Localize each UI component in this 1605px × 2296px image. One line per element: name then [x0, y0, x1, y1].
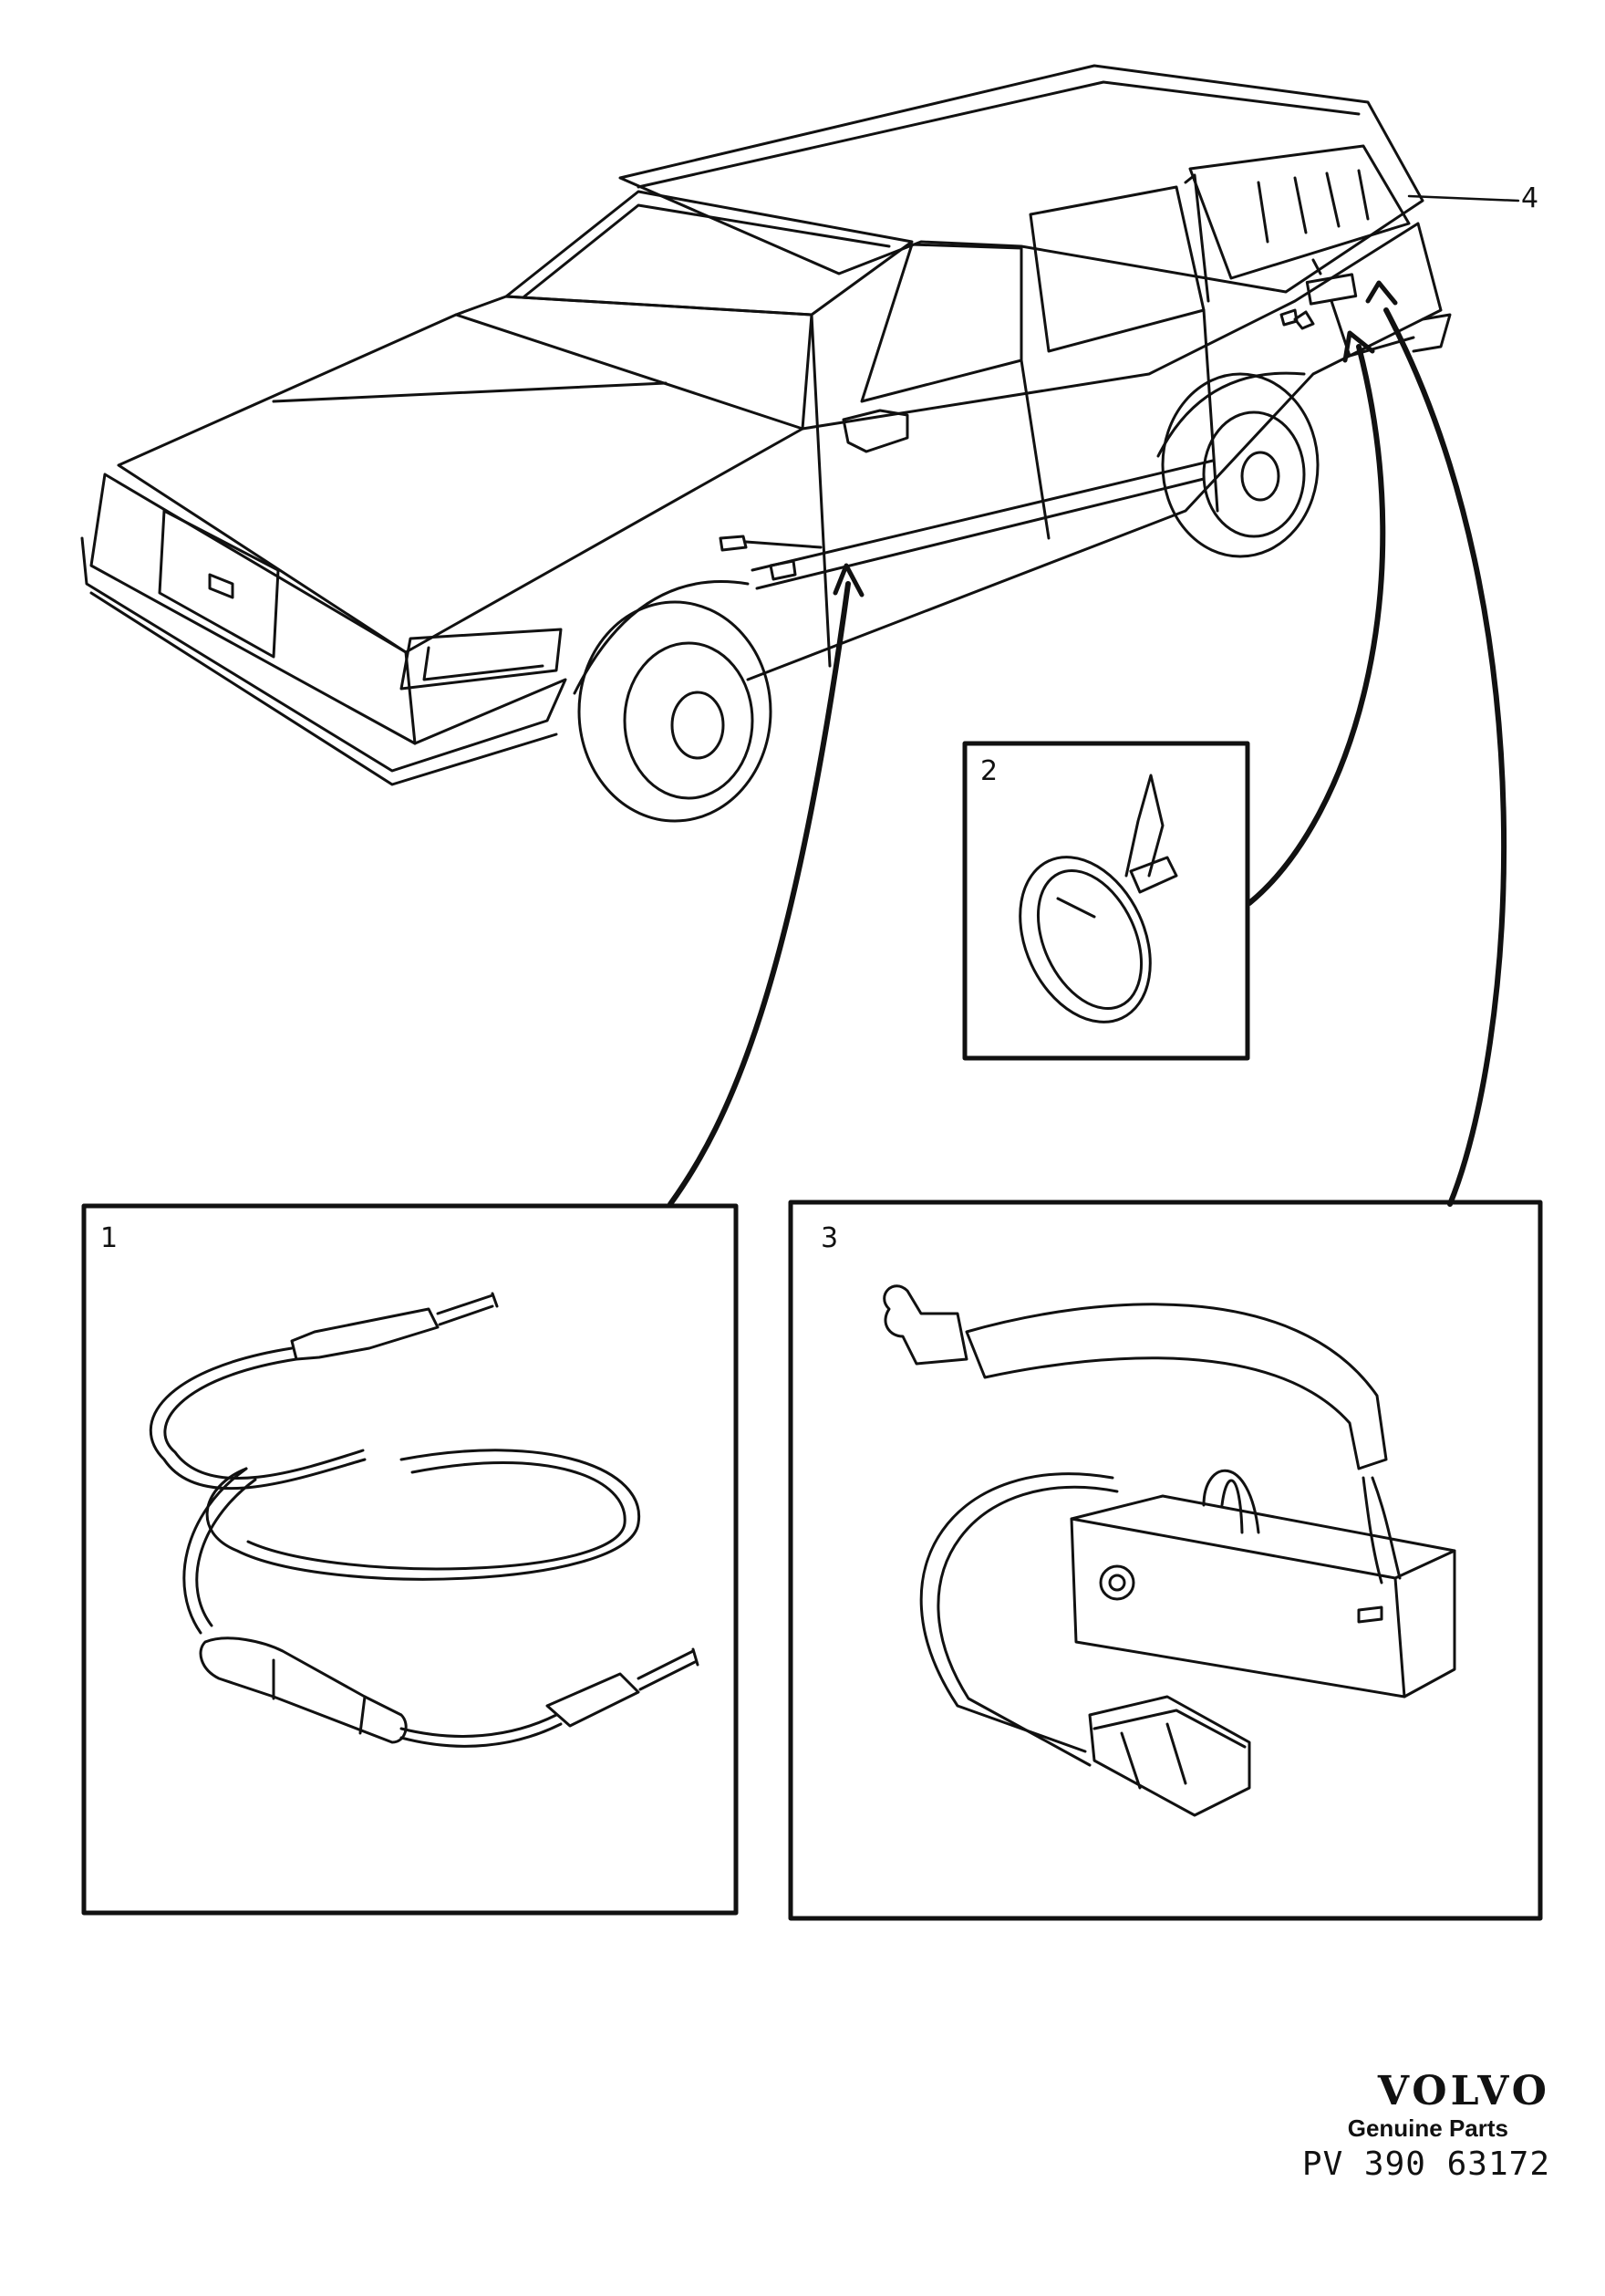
cable-to-item2: [1247, 344, 1386, 906]
box-1-frame: [81, 1203, 739, 1916]
cable-to-item3: [1383, 307, 1507, 1207]
box-2-cable-tie: [962, 741, 1250, 1061]
brand-block: VOLVO Genuine Parts PV 390 63172: [1301, 2067, 1550, 2184]
box-3-frame: [788, 1200, 1543, 1921]
box-1-antenna-cable: [81, 1203, 739, 1916]
amplifier-drawing: [883, 1284, 1456, 1817]
box-3-amplifier: [788, 1200, 1543, 1921]
leader-cables: [668, 280, 1507, 1207]
arrowhead-item2: [1342, 330, 1375, 363]
cable-tie-drawing: [1019, 774, 1178, 1023]
diagram-code: PV 390 63172: [1301, 2145, 1550, 2183]
cable-to-item1: [668, 581, 851, 1207]
callout-item-2: 2: [980, 755, 999, 787]
box-2-frame: [962, 741, 1250, 1061]
arrowhead-item1: [833, 563, 865, 597]
rear-window: [1188, 144, 1411, 280]
arrowhead-item3: [1365, 280, 1398, 306]
brand-subtitle: Genuine Parts: [1347, 2114, 1508, 2143]
callout-item-4: 4: [1521, 182, 1539, 214]
callout-item-1: 1: [100, 1222, 119, 1254]
leader-line-4: [1407, 194, 1520, 203]
car-illustration: [80, 64, 1520, 823]
antenna-cable-drawing: [149, 1292, 699, 1748]
brand-logo-text: VOLVO: [1377, 2067, 1550, 2114]
callout-item-3: 3: [821, 1222, 839, 1254]
